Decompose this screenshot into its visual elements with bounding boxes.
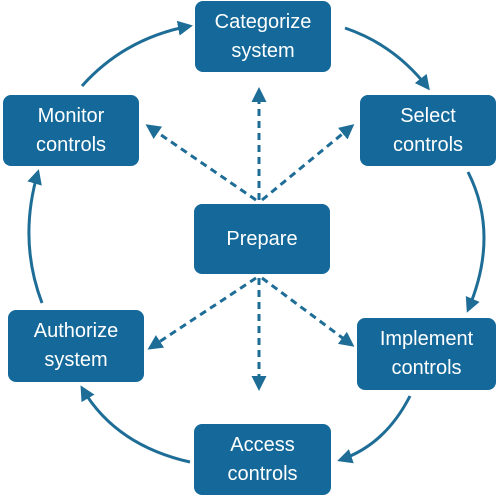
step-label-line1: Select — [400, 104, 456, 127]
step-label-line2: controls — [227, 462, 298, 485]
cycle-arrow-monitor-to-categorize — [80, 20, 193, 88]
step-access-controls: Access controls — [194, 424, 331, 495]
step-label-line1: Categorize — [214, 10, 312, 33]
step-monitor-controls: Monitor controls — [3, 95, 139, 166]
step-label-line2: controls — [391, 357, 462, 379]
step-select-controls: Select controls — [360, 95, 496, 166]
step-implement-controls: Implement controls — [357, 318, 496, 390]
cycle-arrow-authorize-to-monitor — [27, 169, 44, 304]
step-authorize-system: Authorize system — [8, 310, 144, 382]
step-label-line1: Access — [230, 433, 295, 456]
cycle-arrow-access-to-authorize — [80, 385, 191, 464]
spoke-arrow-to-implement — [261, 276, 355, 347]
step-label-line1: Implement — [379, 328, 474, 350]
cycle-arrow-implement-to-access — [337, 395, 412, 464]
step-label-line2: controls — [392, 133, 464, 156]
step-label-line2: system — [44, 349, 108, 371]
step-categorize-system: Categorize system — [195, 1, 331, 72]
step-label-line1: Authorize — [33, 320, 119, 342]
step-label-line2: system — [231, 39, 295, 62]
spoke-arrow-to-select — [261, 124, 355, 202]
step-label-line2: controls — [35, 133, 107, 156]
step-label-line1: Monitor — [37, 104, 105, 127]
cycle-arrow-select-to-implement — [465, 171, 486, 313]
center-label: Prepare — [226, 227, 298, 250]
cycle-arrow-categorize-to-select — [344, 26, 430, 91]
spoke-arrow-to-authorize — [147, 276, 257, 350]
center-step-prepare: Prepare — [194, 204, 330, 274]
spoke-arrow-to-monitor — [145, 124, 257, 202]
